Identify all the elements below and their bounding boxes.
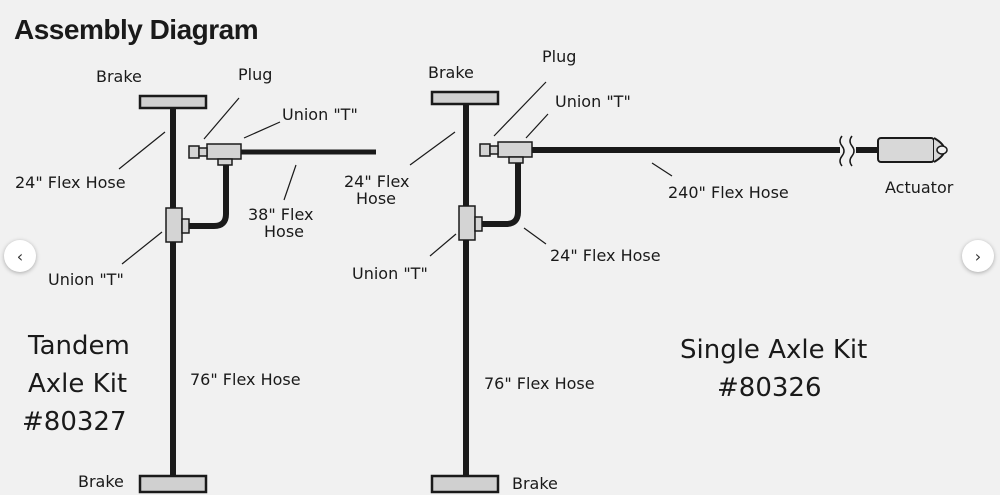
leader-lines (118, 97, 297, 265)
brake-bottom-label: Brake (512, 474, 558, 493)
hose-240-label: 240" Flex Hose (668, 183, 789, 202)
brake-top-label: Brake (428, 63, 474, 82)
hose-76-label: 76" Flex Hose (484, 374, 595, 393)
union-t-top (497, 141, 533, 164)
hose-24-left-label-line1: 24" Flex (344, 172, 409, 191)
union-t-top (206, 143, 242, 166)
brake-top (138, 94, 208, 110)
kit-label-line2: Axle Kit (28, 369, 127, 399)
kit-label-line2: #80326 (717, 373, 822, 403)
union-t-mid-label: Union "T" (352, 264, 428, 283)
brake-top-label: Brake (96, 67, 142, 86)
actuator-label: Actuator (885, 178, 954, 197)
brake-bottom (430, 474, 500, 494)
flex-hose-38 (173, 152, 229, 229)
actuator-icon (877, 137, 948, 163)
brake-top (430, 90, 500, 106)
previous-image-button[interactable]: ‹ (4, 240, 36, 272)
single-axle-kit: Brake Plug Union "T" 24" Flex Hose 240" … (344, 47, 954, 494)
chevron-right-icon: › (974, 246, 982, 266)
hose-38-label-line1: 38" Flex (248, 205, 313, 224)
flex-hose-24-right (466, 152, 521, 227)
hose-38-label-line2: Hose (264, 222, 304, 241)
plug (188, 145, 208, 159)
union-t-mid (458, 205, 483, 241)
union-t-top-label: Union "T" (282, 105, 358, 124)
leader-lines (409, 81, 673, 257)
union-t-mid (165, 207, 190, 243)
brake-bottom (138, 474, 208, 494)
next-image-button[interactable]: › (962, 240, 994, 272)
plug-label: Plug (238, 65, 272, 84)
hose-24-right-label: 24" Flex Hose (550, 246, 661, 265)
plug (479, 143, 499, 157)
chevron-left-icon: ‹ (16, 246, 24, 266)
kit-label-line1: Tandem (27, 331, 130, 361)
tandem-axle-kit: Brake Plug Union "T" 24" Flex Hose 38" F… (15, 65, 376, 494)
brake-bottom-label: Brake (78, 472, 124, 491)
kit-label-line1: Single Axle Kit (680, 335, 867, 365)
union-t-mid-label: Union "T" (48, 270, 124, 289)
plug-label: Plug (542, 47, 576, 66)
break-mark (839, 135, 855, 167)
kit-label-line3: #80327 (22, 407, 127, 437)
union-t-top-label: Union "T" (555, 92, 631, 111)
hose-24-label: 24" Flex Hose (15, 173, 126, 192)
page-title: Assembly Diagram (14, 14, 259, 45)
hose-76-label: 76" Flex Hose (190, 370, 301, 389)
hose-24-left-label-line2: Hose (356, 189, 396, 208)
